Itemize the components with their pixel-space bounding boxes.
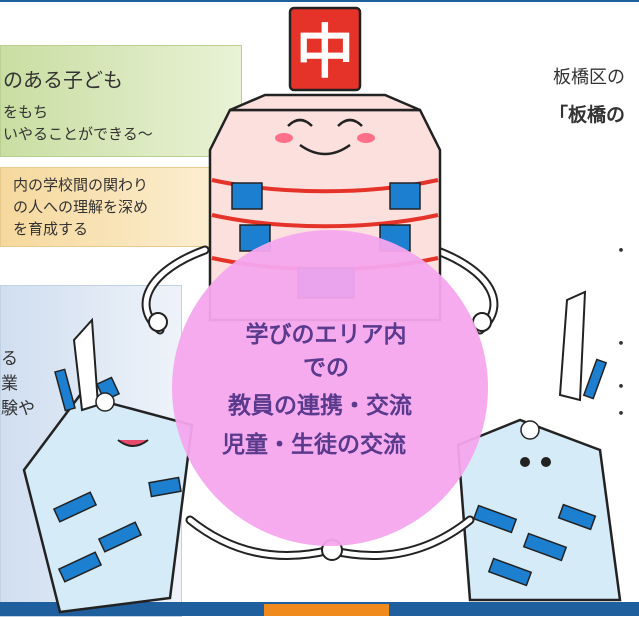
schools-line-2: の人への理解を深め (13, 198, 149, 216)
goal-box-schools: 内の学校間の関わり の人への理解を深め を育成する (0, 167, 242, 247)
circle-line-2: での (303, 355, 349, 381)
right-intro-line-1: 板橋区の (553, 67, 625, 88)
goal-heading: のある子ども (3, 68, 123, 92)
goal-line-2: いやることができる〜 (3, 125, 153, 143)
exchange-frag-1: る (1, 349, 18, 369)
right-bullet-1: ・ (612, 241, 630, 262)
right-bullet-3: ・ (612, 377, 630, 398)
schools-line-1: 内の学校間の関わり (13, 176, 149, 194)
right-bullet-2: ・ (612, 334, 630, 355)
top-border (0, 0, 639, 2)
circle-line-4: 児童・生徒の交流 (221, 431, 406, 458)
goal-line-1: をもち (3, 103, 49, 121)
exchange-frag-2: 業 (1, 374, 18, 394)
goal-box-children: のある子ども をもち いやることができる〜 (0, 45, 242, 157)
right-bullet-4: ・ (612, 404, 630, 425)
building-sign-text: 中 (296, 18, 354, 86)
right-school-building (456, 290, 622, 602)
circle-line-1: 学びのエリア内 (246, 321, 407, 348)
right-intro-line-2: 「板橋の (549, 104, 626, 126)
schools-line-3: を育成する (13, 220, 89, 238)
orange-tab (264, 604, 389, 616)
central-circle (172, 230, 488, 546)
left-school-building (22, 317, 194, 614)
exchange-frag-3: 験や (1, 399, 35, 419)
circle-line-3: 教員の連携・交流 (228, 392, 412, 419)
